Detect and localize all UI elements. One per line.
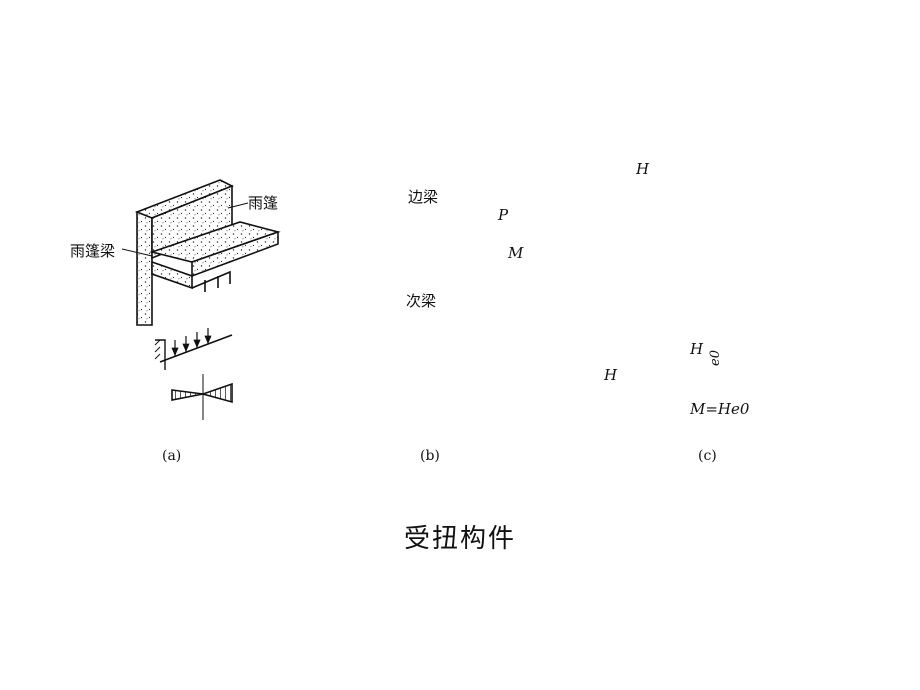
- canopy-beam-label: 雨篷梁: [70, 242, 116, 260]
- edge-beam-label: 边梁: [408, 188, 439, 206]
- force-h-mid-label: H: [690, 340, 704, 358]
- figure-caption: 受扭构件: [403, 524, 516, 554]
- moment-equation-label: M=He0: [690, 400, 750, 418]
- panel-c-caption: (c): [698, 448, 717, 464]
- force-h-left-label: H: [604, 366, 618, 384]
- load-p-label: P: [498, 206, 509, 224]
- canopy-label: 雨篷: [248, 194, 279, 212]
- panel-a-drawing: [134, 179, 281, 420]
- eccentricity-label: e0: [708, 350, 723, 366]
- panel-b-caption: (b): [420, 448, 440, 464]
- secondary-beam-label: 次梁: [406, 292, 437, 310]
- moment-m-label: M: [508, 244, 524, 262]
- force-h-top-label: H: [636, 160, 650, 178]
- panel-a-caption: (a): [162, 448, 182, 464]
